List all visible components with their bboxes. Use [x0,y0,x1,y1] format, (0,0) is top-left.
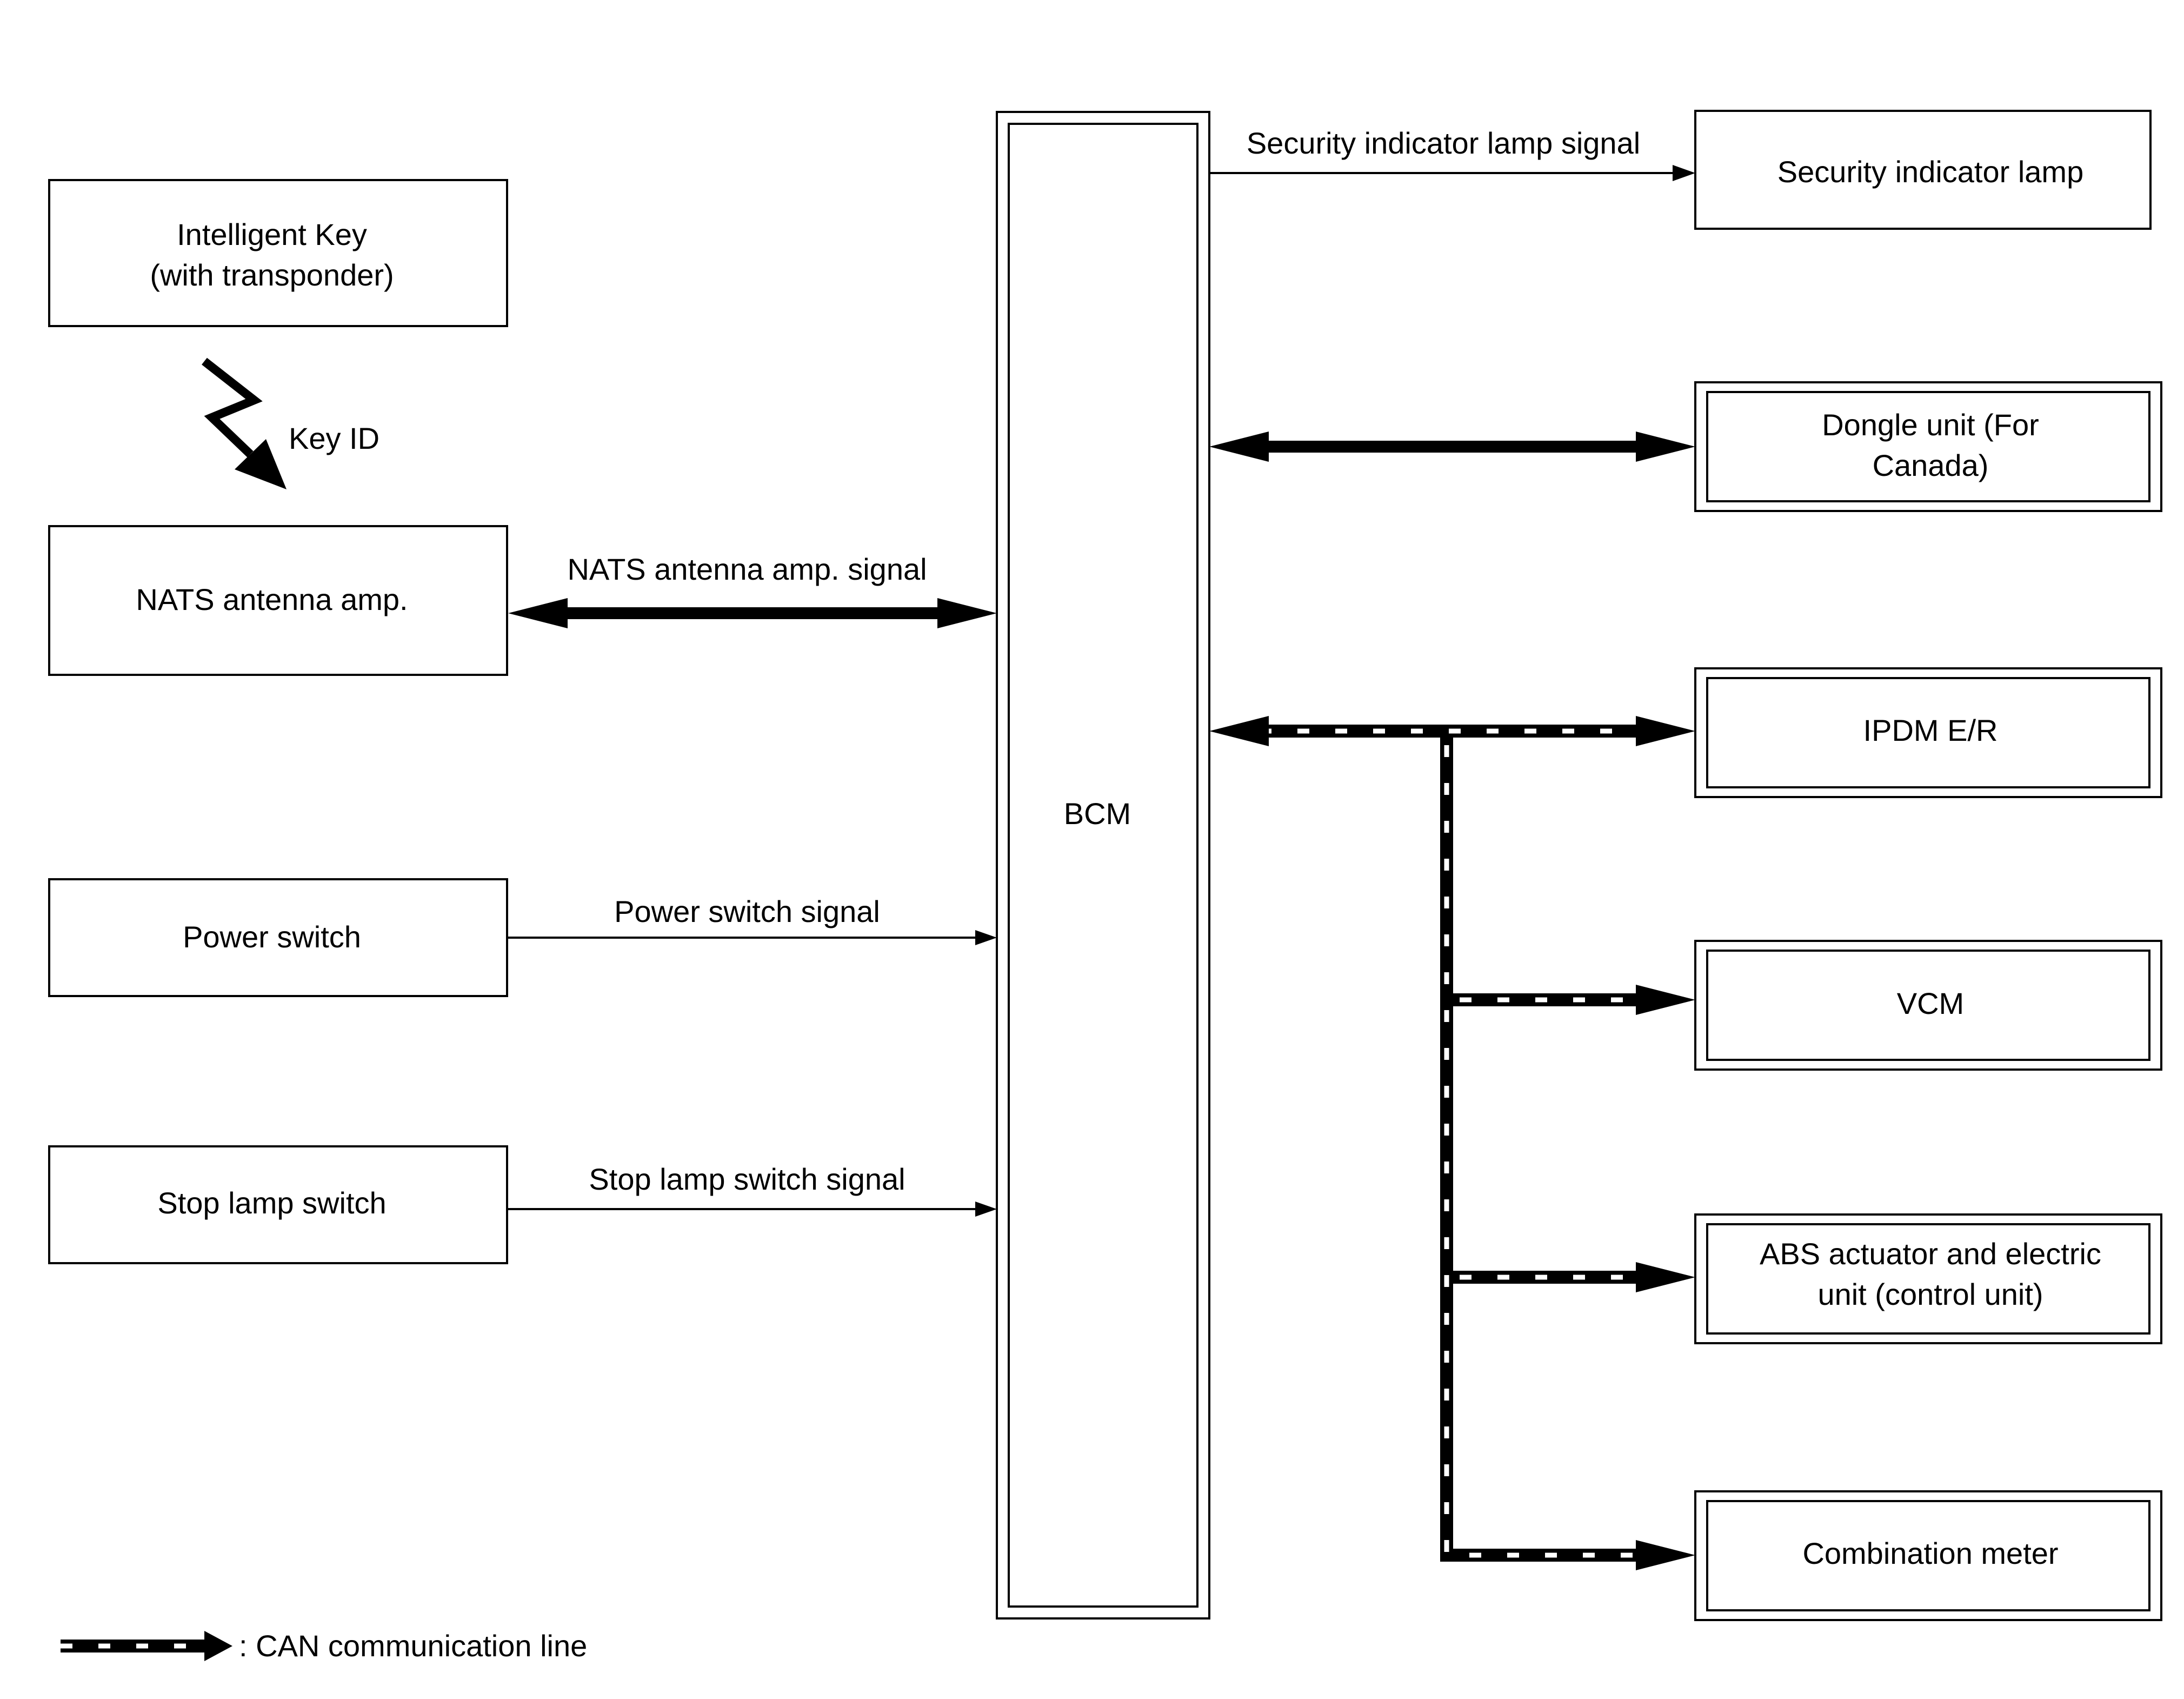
dongle-link-arrow [1209,432,1695,462]
power-signal-arrow [507,930,997,945]
can-arrowhead-vcm [1636,985,1695,1015]
dongle-unit-label-line1: Dongle unit (For [1822,408,2039,442]
legend: : CAN communication line [61,1629,587,1663]
bcm-label: BCM [1064,797,1131,831]
stop-signal-arrow [507,1202,997,1217]
nats-antenna-amp-label: NATS antenna amp. [136,582,408,616]
security-indicator-lamp-box: Security indicator lamp [1694,110,2152,230]
abs-actuator-label-line1: ABS actuator and electric [1760,1237,2101,1271]
lightning-zigzag-arrow-icon [202,357,287,489]
power-switch-label: Power switch [183,920,361,954]
ipdm-er-box: IPDM E/R [1694,667,2162,798]
vcm-box: VCM [1694,940,2162,1071]
nats-antenna-amp-box: NATS antenna amp. [48,525,508,676]
can-bus-network [1209,716,1695,1570]
can-arrowhead-meter [1636,1540,1695,1570]
dongle-unit-box: Dongle unit (For Canada) [1694,381,2162,512]
nats-signal-arrow [508,598,997,628]
stop-signal-label: Stop lamp switch signal [589,1162,905,1196]
bcm-box: BCM [996,111,1210,1620]
stop-lamp-switch-label: Stop lamp switch [157,1186,386,1220]
combination-meter-box: Combination meter [1694,1490,2162,1621]
key-id-label: Key ID [289,421,379,455]
can-arrowhead-bcm [1209,716,1269,746]
can-arrowhead-ipdm [1636,716,1695,746]
abs-actuator-box: ABS actuator and electric unit (control … [1694,1213,2162,1344]
nats-signal-label: NATS antenna amp. signal [567,552,927,586]
security-signal-arrow [1209,165,1695,181]
can-arrowhead-abs [1636,1262,1695,1292]
stop-lamp-switch-box: Stop lamp switch [48,1145,508,1264]
abs-actuator-label-line2: unit (control unit) [1817,1277,2043,1311]
ipdm-er-label: IPDM E/R [1863,713,1998,747]
security-signal-label: Security indicator lamp signal [1247,126,1640,160]
security-indicator-lamp-label: Security indicator lamp [1777,155,2083,189]
legend-can-label: : CAN communication line [239,1629,587,1663]
intelligent-key-box: Intelligent Key (with transponder) [48,179,508,327]
power-signal-label: Power switch signal [614,894,880,928]
intelligent-key-label-line1: Intelligent Key [177,217,367,251]
vcm-label: VCM [1897,986,1964,1020]
intelligent-key-label-line2: (with transponder) [150,258,394,292]
legend-can-arrowhead [204,1631,232,1661]
combination-meter-label: Combination meter [1802,1536,2058,1570]
dongle-unit-label-line2: Canada) [1873,448,1989,482]
power-switch-box: Power switch [48,878,508,997]
